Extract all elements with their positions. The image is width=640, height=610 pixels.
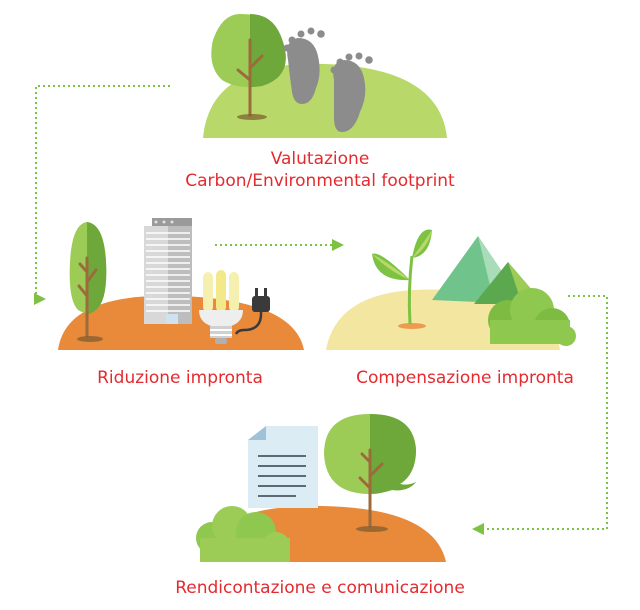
footprints-icon [283,27,373,132]
illustration-valutazione [203,14,447,138]
arrow-valutazione-to-riduzione [34,85,170,305]
step-valutazione-label: Valutazione Carbon/Environmental footpri… [150,148,490,192]
tree-icon [69,222,107,342]
building-icon [144,218,192,324]
step-valutazione-title: Valutazione [270,149,370,169]
power-plug-icon [234,288,270,335]
tree-icon [211,14,286,120]
illustration-riduzione [58,218,304,350]
sprout-icon [372,229,432,329]
bush-icon [196,506,290,562]
illustration-compensazione [326,229,576,350]
document-icon [248,426,318,508]
bush-icon [488,288,576,346]
step-compensazione-label: Compensazione impronta [356,368,574,388]
step-riduzione-label: Riduzione impronta [97,368,263,388]
illustration-rendicontazione [196,414,446,562]
speech-bubble-tree-icon [324,414,416,532]
step-valutazione-subtitle: Carbon/Environmental footprint [185,171,455,191]
arrow-compensazione-to-rendicontazione [472,295,608,535]
light-bulb-icon [199,270,243,344]
step-rendicontazione-label: Rendicontazione e comunicazione [175,578,465,598]
